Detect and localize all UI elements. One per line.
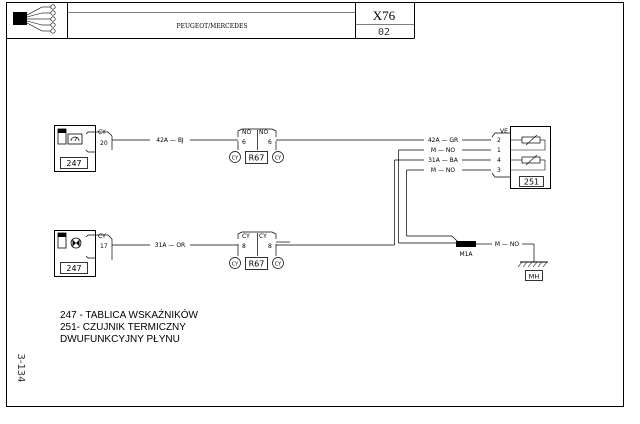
pin-3: 3 [497, 167, 501, 174]
cy-ring-r67a-left: CY [232, 156, 239, 162]
connector-r67-bottom: CY CY 8 8 CY R67 CY [229, 231, 284, 270]
svg-text:M — NO: M — NO [431, 147, 455, 154]
legend-line-1: 247 - TABLICA WSKAŹNIKÓW [60, 308, 199, 321]
margin-label: 3-134 [15, 353, 26, 382]
conn-ve: VE [500, 128, 508, 135]
legend-line-3: DWUFUNKCYJNY PŁYNU [60, 334, 180, 345]
conn-cy-247a: CY [98, 129, 106, 136]
conn-cy-247b: CY [98, 233, 106, 240]
conn-cy-r67b-right: CY [259, 233, 267, 240]
cy-ring-r67b-right: CY [275, 262, 282, 268]
pin-17: 17 [100, 243, 108, 250]
label-251: 251 [524, 178, 539, 187]
wire-m-no-pin1: M — NO [398, 147, 491, 243]
label-mh: MH [529, 273, 540, 281]
wire-42a-bj: 42A — BJ [112, 137, 238, 144]
wire-42a-gr: 42A — GR [276, 137, 491, 144]
ground-icon: MH [517, 261, 548, 281]
wire-31a-ba: 31A — BA [276, 157, 491, 243]
connector-logo-icon [13, 4, 56, 34]
label-247-top: 247 [66, 159, 81, 168]
gauge-icon [67, 133, 83, 145]
legend-line-2: 251- CZUJNIK TERMICZNY [60, 322, 186, 333]
lamp-icon [70, 237, 82, 249]
svg-text:M — NO: M — NO [431, 167, 455, 174]
doc-code: PEUGEOT/MERCEDES [177, 23, 248, 30]
wire-m-no-ground: M — NO [476, 241, 535, 262]
pin-8-right: 8 [268, 243, 272, 250]
conn-no-r67a-right: NO [259, 129, 268, 136]
pin-6-right: 6 [268, 139, 272, 146]
svg-text:42A — BJ: 42A — BJ [156, 137, 184, 144]
wire-31a-or: 31A — OR [112, 242, 395, 249]
connector-id: X76 [373, 8, 396, 23]
splice-m1a: M1A [456, 241, 476, 258]
sheet-number: 02 [378, 27, 390, 38]
component-247-top: 247 CY 20 [54, 125, 113, 172]
sheet-frame [6, 2, 624, 407]
label-r67-bottom: R67 [249, 260, 265, 269]
svg-text:M1A: M1A [459, 251, 473, 258]
title-block: PEUGEOT/MERCEDES X76 02 [6, 2, 415, 39]
conn-cy-r67b-left: CY [242, 233, 250, 240]
pin-4: 4 [497, 157, 501, 164]
cy-ring-r67a-right: CY [275, 156, 282, 162]
component-247-bottom: 247 CY 17 [54, 230, 113, 277]
svg-text:31A — BA: 31A — BA [428, 157, 459, 164]
pin-2: 2 [497, 137, 501, 144]
label-247-bottom: 247 [66, 264, 81, 273]
conn-no-r67a-left: NO [242, 129, 251, 136]
thermistor-icon [510, 134, 546, 151]
svg-text:31A — OR: 31A — OR [155, 242, 185, 249]
pin-20: 20 [100, 140, 108, 147]
connector-r67-top: NO NO 6 6 CY R67 CY [229, 128, 284, 164]
pin-1: 1 [497, 147, 501, 154]
cy-ring-r67b-left: CY [232, 262, 239, 268]
svg-text:42A — GR: 42A — GR [428, 137, 458, 144]
component-251: VE 2 1 4 3 251 [491, 126, 551, 189]
label-r67-top: R67 [249, 154, 265, 163]
wire-m-no-pin3: M — NO [398, 167, 491, 244]
pin-6-left: 6 [242, 139, 246, 146]
pin-8-left: 8 [242, 243, 246, 250]
thermistor-icon [510, 154, 546, 171]
svg-text:M — NO: M — NO [495, 241, 519, 248]
legend: 247 - TABLICA WSKAŹNIKÓW 251- CZUJNIK TE… [60, 308, 199, 345]
